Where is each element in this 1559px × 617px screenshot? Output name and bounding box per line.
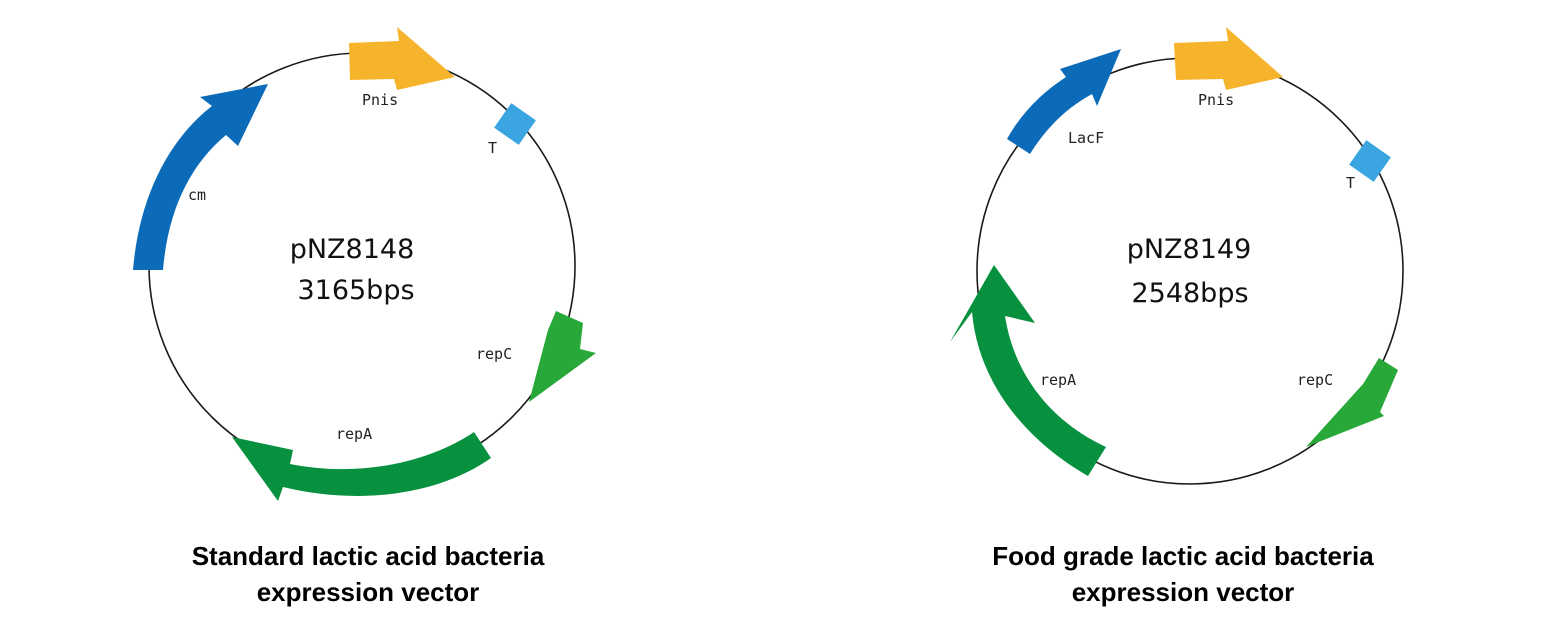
repc-gene-arrow [1306,358,1398,447]
terminator-label: T [488,139,497,157]
pnis-label: Pnis [1198,91,1234,109]
cm-gene-arrow [133,84,268,270]
plasmid-map-pnz8148: pNZ8148 3165bps Pnis T cm repC repA [133,27,596,501]
pnis-label: Pnis [362,91,398,109]
terminator-label: T [1346,174,1355,192]
repa-gene-arrow [950,265,1106,476]
terminator-box [494,103,536,145]
repc-gene-arrow [529,311,596,402]
repc-label: repC [1297,371,1333,389]
caption-line-1: Standard lactic acid bacteria [191,541,545,571]
plasmid-name-pnz8149: pNZ8149 [1127,234,1252,265]
caption-line-1: Food grade lactic acid bacteria [992,541,1374,571]
repa-label: repA [1040,371,1076,389]
caption-line-2: expression vector [1071,577,1295,607]
lacf-gene-arrow [1007,49,1121,154]
plasmid-map-pnz8149: pNZ8149 2548bps Pnis T LacF repC repA [950,27,1404,485]
terminator-box [1349,140,1391,182]
caption-line-2: expression vector [256,577,480,607]
caption-standard-vector: Standard lactic acid bacteria expression… [88,538,648,610]
repa-label: repA [336,425,372,443]
plasmid-size-pnz8149: 2548bps [1131,278,1248,309]
plasmid-size-pnz8148: 3165bps [297,275,414,306]
caption-food-grade-vector: Food grade lactic acid bacteria expressi… [903,538,1463,610]
repc-label: repC [476,345,512,363]
lacf-label: LacF [1068,129,1104,147]
cm-label: cm [188,186,206,204]
pnis-promoter-arrow [349,27,455,90]
repa-gene-arrow [232,432,491,501]
plasmid-name-pnz8148: pNZ8148 [290,234,415,265]
pnis-promoter-arrow [1174,27,1283,90]
